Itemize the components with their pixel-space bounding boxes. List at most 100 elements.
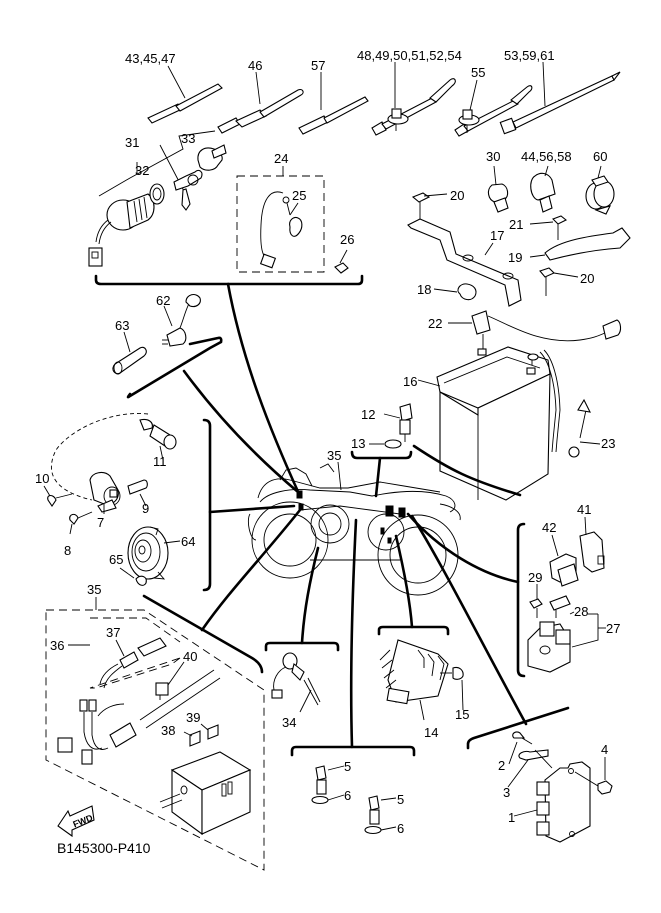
rectifier-regulator: [379, 639, 464, 721]
connector-line-thermo: [374, 456, 382, 498]
connector-line-rectifier: [394, 534, 414, 629]
clamp-60: [585, 165, 615, 215]
callout-35-vehicle: 35: [327, 448, 341, 463]
callout-3: 3: [503, 785, 510, 800]
callout-63: 63: [115, 318, 129, 333]
callout-53-59-61: 53,59,61: [504, 48, 555, 63]
callout-46: 46: [248, 58, 262, 73]
connector-line-battery: [412, 444, 522, 497]
callout-18: 18: [417, 282, 431, 297]
callout-22: 22: [428, 316, 442, 331]
callout-23: 23: [601, 436, 615, 451]
callout-31: 31: [125, 135, 139, 150]
callout-57: 57: [311, 58, 325, 73]
speed-sensor-assembly: [271, 652, 321, 713]
ignitor-unit-assembly: [507, 731, 613, 843]
wire-harness-assembly: [45, 597, 265, 871]
group-bracket-bulb: [126, 336, 223, 399]
callout-10: 10: [35, 471, 49, 486]
callout-43-45-47: 43,45,47: [125, 51, 176, 66]
group-bracket-ignitor: [466, 706, 570, 750]
bolt-washer-set: [311, 765, 397, 835]
callout-4: 4: [601, 742, 608, 757]
lead-wire-assembly: [236, 166, 325, 273]
callout-29: 29: [528, 570, 542, 585]
cable-tie-46: [217, 71, 304, 134]
thermo-switch: [369, 403, 413, 449]
callout-5-lower: 5: [397, 792, 404, 807]
callout-55: 55: [471, 65, 485, 80]
callout-1: 1: [508, 810, 515, 825]
callout-8: 8: [64, 543, 71, 558]
callout-25: 25: [292, 188, 306, 203]
callout-21: 21: [509, 217, 523, 232]
callout-11: 11: [153, 454, 167, 469]
callout-12: 12: [361, 407, 375, 422]
callout-34: 34: [282, 715, 296, 730]
connector-line-coil: [208, 504, 296, 514]
connector-line-ignitor: [410, 514, 528, 726]
callout-6-lower: 6: [397, 821, 404, 836]
grommet-26: [334, 249, 349, 274]
cable-tie-43-45-47: [147, 65, 223, 124]
callout-26: 26: [340, 232, 354, 247]
callout-35-harness: 35: [87, 582, 101, 597]
connector-line-sensor: [300, 546, 320, 645]
callout-60: 60: [593, 149, 607, 164]
callout-24: 24: [274, 151, 288, 166]
callout-30: 30: [486, 149, 500, 164]
callout-17: 17: [490, 228, 504, 243]
meter-bulb-assembly: [112, 293, 201, 375]
callout-15: 15: [455, 707, 469, 722]
group-bracket-harness: [142, 594, 264, 674]
main-switch-assembly: [88, 130, 227, 267]
callout-16: 16: [403, 374, 417, 389]
callout-20-top: 20: [450, 188, 464, 203]
diagram-code: B145300-P410: [57, 840, 151, 856]
group-bracket-top: [94, 274, 364, 286]
callout-19: 19: [508, 250, 522, 265]
callout-64: 64: [181, 534, 195, 549]
cable-tie-48-54: [371, 62, 456, 136]
callout-65: 65: [109, 552, 123, 567]
connector-line-bulb: [182, 369, 300, 494]
callout-38: 38: [161, 723, 175, 738]
callout-40: 40: [183, 649, 197, 664]
connector-line-relay: [406, 512, 520, 584]
callout-13: 13: [351, 436, 365, 451]
battery-assembly: [417, 310, 622, 501]
callout-62: 62: [156, 293, 170, 308]
connector-line-harness: [200, 508, 302, 632]
callout-44-56-58: 44,56,58: [521, 149, 572, 164]
starter-relay-assembly: [527, 516, 606, 673]
callout-27: 27: [606, 621, 620, 636]
battery-bracket-assembly: [407, 192, 631, 307]
callout-41: 41: [577, 502, 591, 517]
group-bracket-thermo: [350, 450, 413, 460]
callout-20-lower: 20: [580, 271, 594, 286]
group-bracket-bolts: [290, 745, 416, 757]
group-bracket-relay: [516, 522, 526, 678]
callout-33: 33: [181, 131, 195, 146]
forward-direction-arrow: FWD: [57, 805, 95, 838]
callout-48-54: 48,49,50,51,52,54: [357, 48, 462, 63]
connector-line-top: [226, 282, 302, 498]
callout-7: 7: [97, 515, 104, 530]
callout-14: 14: [424, 725, 438, 740]
connector-line-bolts: [349, 518, 358, 749]
callout-9: 9: [142, 501, 149, 516]
callout-39: 39: [186, 710, 200, 725]
ignition-coil-assembly: [43, 413, 177, 535]
callout-42: 42: [542, 520, 556, 535]
clamp-44-56-58: [530, 165, 556, 213]
cable-tie-53-59-61: [499, 61, 621, 135]
cable-tie-55: [454, 79, 533, 137]
callout-32: 32: [135, 163, 149, 178]
callout-6-upper: 6: [344, 788, 351, 803]
callout-2: 2: [498, 758, 505, 773]
callout-37: 37: [106, 625, 120, 640]
horn-assembly: [119, 526, 181, 586]
callout-5-upper: 5: [344, 759, 351, 774]
cable-tie-57: [298, 72, 369, 135]
